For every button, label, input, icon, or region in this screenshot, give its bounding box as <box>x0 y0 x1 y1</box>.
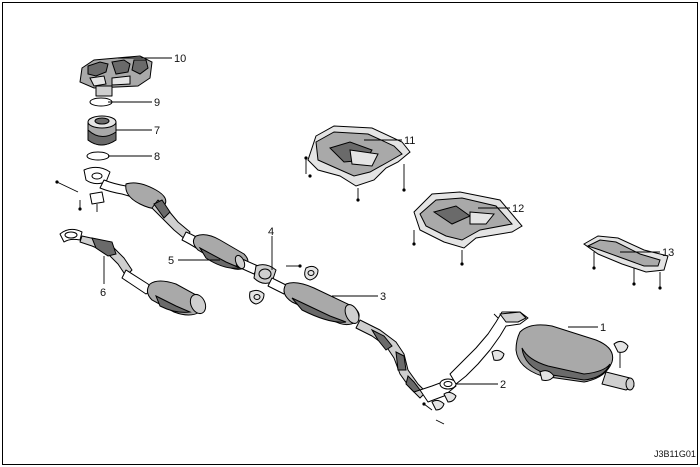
converter-gasket <box>86 151 110 161</box>
callout-8: 8 <box>154 151 160 163</box>
callout-4: 4 <box>268 226 274 238</box>
callout-9: 9 <box>154 97 160 109</box>
callout-7: 7 <box>154 125 160 137</box>
callout-1: 1 <box>600 322 606 334</box>
center-muffler-assembly <box>267 277 427 399</box>
callout-5: 5 <box>168 255 174 267</box>
front-pipe-resonator <box>99 179 259 275</box>
callout-10: 10 <box>174 53 186 65</box>
catalytic-converter <box>87 115 117 146</box>
front-pipe-assembly-left <box>59 228 207 316</box>
callout-leaders <box>103 57 660 385</box>
heat-shield-middle <box>412 191 523 266</box>
heat-shield-upper <box>304 125 411 202</box>
heat-shield-rear <box>583 235 669 290</box>
callout-2: 2 <box>500 379 506 391</box>
callout-3: 3 <box>380 291 386 303</box>
rear-flange-gasket <box>419 378 457 425</box>
intermediate-flange-clamp <box>249 264 319 305</box>
callout-12: 12 <box>512 203 524 215</box>
callout-11: 11 <box>404 135 415 147</box>
diagram-code: J3B11G01 <box>654 449 696 459</box>
front-flange-fasteners <box>55 180 105 212</box>
callout-labels: 1 2 3 4 5 6 7 8 9 10 11 12 13 <box>100 53 674 391</box>
callout-6: 6 <box>100 287 106 299</box>
rear-muffler <box>449 311 635 391</box>
exhaust-manifold <box>79 55 153 97</box>
callout-13: 13 <box>662 247 674 259</box>
